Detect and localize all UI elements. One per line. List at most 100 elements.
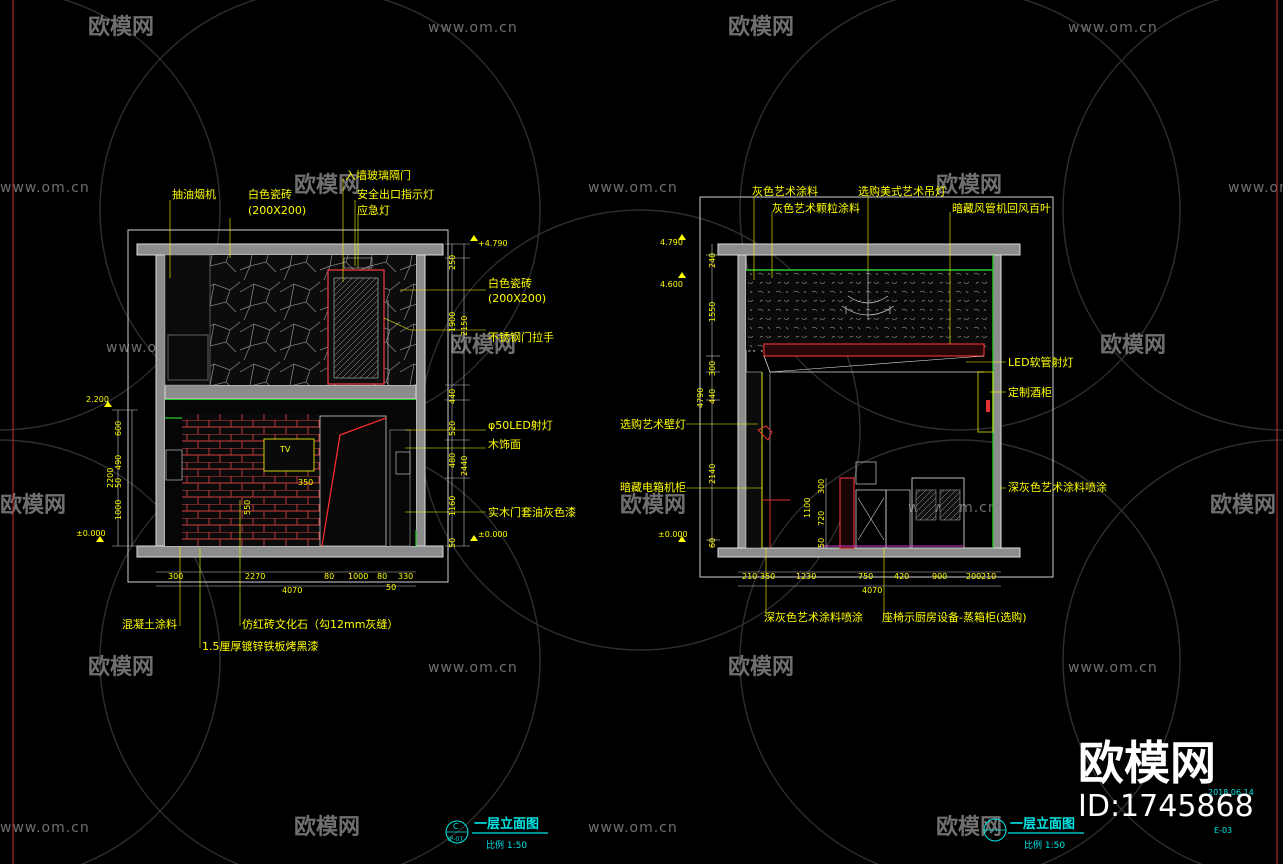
dim: 440 bbox=[708, 389, 717, 404]
dim: 1000 bbox=[348, 572, 368, 581]
dim: 300 bbox=[168, 572, 183, 581]
level-triangle bbox=[104, 401, 112, 407]
label-chandelier: 选购美式艺术吊灯 bbox=[858, 184, 946, 198]
dim: 440 bbox=[448, 389, 457, 404]
wm-brand: 欧模网 bbox=[728, 654, 794, 680]
label-emergency-light: 应急灯 bbox=[357, 203, 390, 217]
shelf-light bbox=[986, 400, 990, 412]
right-elevation: 4.790 4.600 ±0.000 240 1550 300 440 2140… bbox=[620, 184, 1254, 851]
level-triangle bbox=[96, 536, 104, 542]
base-cabinet bbox=[885, 489, 911, 549]
dim-total: 4070 bbox=[862, 586, 882, 595]
label-wood-door: 实木门套油灰色漆 bbox=[488, 505, 576, 519]
level-triangle bbox=[470, 535, 478, 541]
dim: 1900 bbox=[448, 312, 457, 332]
dim-total: 2440 bbox=[460, 456, 469, 476]
level-triangle bbox=[678, 272, 686, 278]
tv-label: TV bbox=[279, 445, 291, 454]
hood-column bbox=[164, 254, 211, 386]
ceiling-slab bbox=[136, 243, 444, 256]
wm-url: www.om.cn bbox=[428, 20, 518, 36]
level-zero-right: ±0.000 bbox=[478, 530, 508, 539]
label-white-tile2-size: (200X200) bbox=[488, 292, 546, 305]
left-wall bbox=[737, 254, 747, 549]
level-triangle bbox=[678, 234, 686, 240]
glass-panel bbox=[333, 277, 379, 379]
fridge-unit bbox=[839, 477, 855, 549]
dim: 1160 bbox=[448, 496, 457, 516]
label-dark-grey: 深灰色艺术涂料喷涂 bbox=[1008, 480, 1107, 494]
label-grey-particle: 灰色艺术颗粒涂料 bbox=[772, 201, 860, 215]
label-led-spot: φ50LED射灯 bbox=[488, 418, 553, 432]
left-detail bbox=[165, 449, 183, 481]
dim-misc: 50 bbox=[386, 583, 396, 592]
sheet-top: C bbox=[453, 822, 459, 831]
dim: 330 bbox=[398, 572, 413, 581]
right-wall bbox=[415, 254, 426, 547]
label-led-strip: LED软管射灯 bbox=[1008, 355, 1074, 369]
wm-brand: 欧模网 bbox=[1210, 492, 1276, 518]
right-detail bbox=[395, 451, 411, 475]
door-swing bbox=[321, 417, 387, 547]
viewport-frame bbox=[127, 229, 449, 583]
label-wood-face: 木饰面 bbox=[488, 437, 521, 451]
dim: 80 bbox=[377, 572, 387, 581]
badge-id: ID:1745868 bbox=[1078, 789, 1254, 824]
label-white-tile: 白色瓷砖 bbox=[248, 187, 292, 201]
wm-brand: 欧模网 bbox=[1100, 332, 1166, 358]
scale: 比例 1:50 bbox=[486, 839, 527, 851]
dim: 350 bbox=[760, 572, 775, 581]
level-triangle bbox=[678, 536, 686, 542]
wm-url: www.om.cn bbox=[1068, 20, 1158, 36]
dim: 50 bbox=[448, 538, 457, 548]
wm-brand: 欧模网 bbox=[0, 492, 66, 518]
dim-total: 4790 bbox=[696, 388, 705, 408]
dim-total: 2150 bbox=[460, 316, 469, 336]
dim: 480 bbox=[448, 453, 457, 468]
level-sub: 4.600 bbox=[660, 280, 683, 289]
wm-brand: 欧模网 bbox=[88, 654, 154, 680]
left-leaders bbox=[169, 178, 486, 648]
level-zero: ±0.000 bbox=[658, 530, 688, 539]
wm-url: www.om.cn bbox=[588, 820, 678, 836]
left-dim-lines bbox=[112, 243, 470, 587]
level-top: 4.790 bbox=[660, 238, 683, 247]
wm-brand: 欧模网 bbox=[936, 814, 1002, 840]
level-triangle bbox=[470, 235, 478, 241]
level-top: +4.790 bbox=[478, 239, 508, 248]
right-leaders bbox=[686, 196, 1006, 616]
label-custom-shelf: 定制酒柜 bbox=[1008, 385, 1052, 399]
shelf bbox=[977, 371, 994, 433]
label-concrete-paint: 混凝土涂料 bbox=[122, 617, 177, 631]
title: 一层立面图 bbox=[1010, 816, 1075, 832]
label-grey-paint: 灰色艺术涂料 bbox=[752, 184, 818, 198]
dim: 420 bbox=[894, 572, 909, 581]
oven-cabinet bbox=[911, 477, 965, 549]
dim: 210 bbox=[742, 572, 757, 581]
scale: 比例 1:50 bbox=[1024, 839, 1065, 851]
tv-frame bbox=[263, 438, 315, 472]
dim: 1550 bbox=[708, 302, 717, 322]
dim: 240 bbox=[708, 253, 717, 268]
wm-url: www.om.cn bbox=[1228, 180, 1283, 196]
oven-glass bbox=[939, 489, 961, 521]
label-exit-light: 安全出口指示灯 bbox=[357, 187, 434, 201]
label-white-tile-size: (200X200) bbox=[248, 204, 306, 217]
dim: 720 bbox=[817, 511, 826, 526]
dim-total: 4070 bbox=[282, 586, 302, 595]
wm-url: www.om.cn bbox=[1068, 660, 1158, 676]
dim: 600 bbox=[114, 421, 123, 436]
dim-total: 2200 bbox=[106, 468, 115, 488]
label-ac-vent: 暗藏风管机回风百叶 bbox=[952, 201, 1051, 215]
wm-url: www.om.cn bbox=[428, 660, 518, 676]
column bbox=[745, 371, 763, 549]
sheet-code: E-03 bbox=[1214, 826, 1232, 835]
brick-wall bbox=[182, 414, 320, 546]
wm-brand: 欧模网 bbox=[88, 14, 154, 40]
oven-glass bbox=[915, 489, 937, 521]
right-dim-lines bbox=[699, 244, 1001, 587]
dim: 300 bbox=[817, 479, 826, 494]
wm-url: www.om.cn bbox=[588, 180, 678, 196]
ceiling-texture bbox=[746, 270, 993, 350]
